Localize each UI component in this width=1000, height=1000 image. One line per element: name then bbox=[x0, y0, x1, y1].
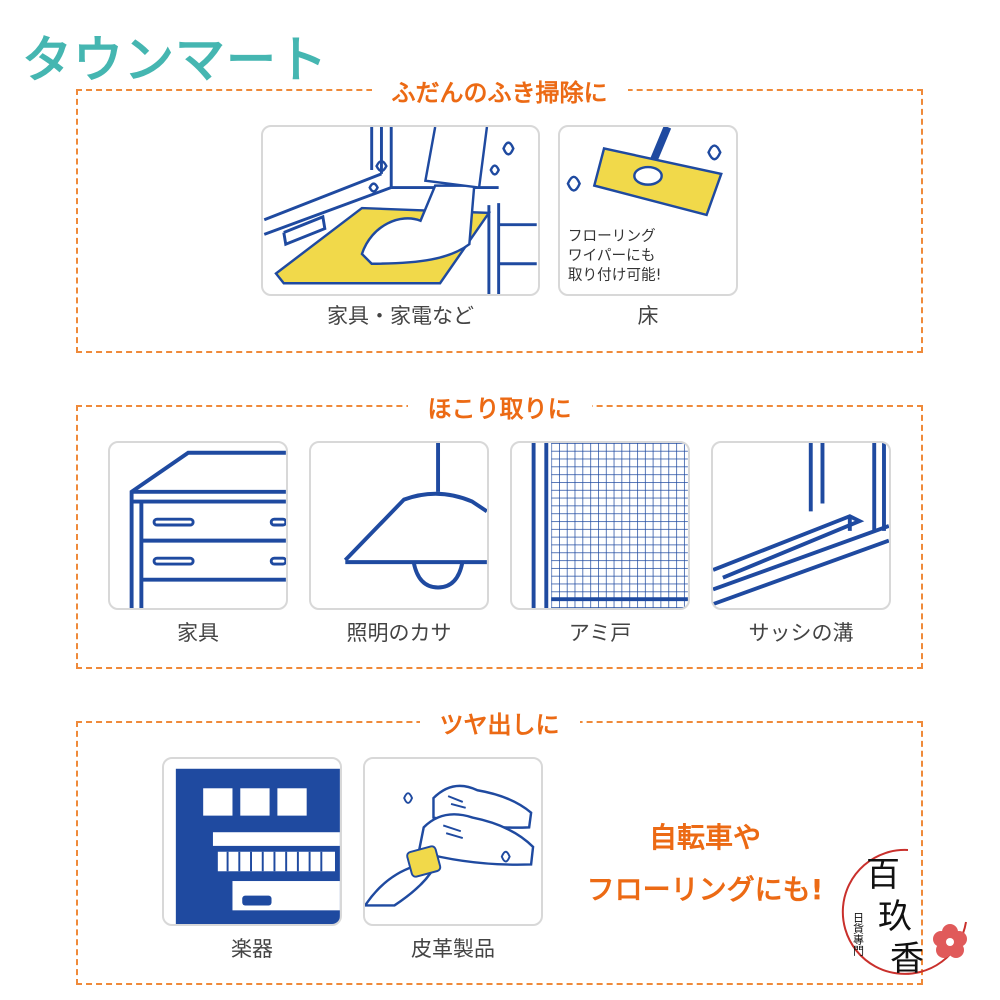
callout-line-2: フローリングにも! bbox=[586, 873, 824, 906]
caption-furniture-appliances: 家具・家電など bbox=[327, 304, 474, 328]
leather-shoes-icon bbox=[365, 784, 535, 907]
card-sash-groove bbox=[711, 441, 891, 610]
shop-seal: 百 玖 香 日貨專門 bbox=[838, 842, 978, 982]
card-window-screen bbox=[510, 441, 690, 610]
floor-wiper-icon: フローリング ワイパーにも 取り付け可能! bbox=[566, 127, 723, 283]
sash-groove-icon bbox=[713, 443, 889, 606]
window-screen-icon bbox=[531, 443, 688, 608]
section-polishing: ツヤ出しに bbox=[76, 705, 923, 985]
wiping-furniture-icon bbox=[263, 127, 537, 294]
seal-title-1: 百 bbox=[866, 855, 900, 895]
seal-title-2: 玖 bbox=[878, 897, 912, 937]
brand-logo: タウンマート bbox=[22, 31, 328, 89]
seal-title-3: 香 bbox=[890, 939, 924, 979]
card-lamp-shade bbox=[309, 441, 489, 610]
floor-note-line-1: フローリング bbox=[568, 227, 656, 244]
caption-sash-groove: サッシの溝 bbox=[748, 621, 854, 645]
sakura-icon bbox=[933, 924, 967, 958]
callout-also-bicycles-flooring: 自転車や フローリングにも! bbox=[560, 812, 850, 916]
section-daily-wiping: ふだんのふき掃除に bbox=[76, 73, 923, 353]
caption-window-screen: アミ戸 bbox=[568, 621, 632, 645]
caption-instrument: 楽器 bbox=[231, 937, 273, 961]
chest-of-drawers-icon bbox=[129, 450, 286, 608]
section-title: ツヤ出しに bbox=[419, 705, 580, 740]
caption-furniture: 家具 bbox=[177, 621, 219, 645]
seal-subtitle: 日貨專門 bbox=[852, 912, 865, 957]
floor-note-line-3: 取り付け可能! bbox=[568, 266, 662, 283]
caption-floor: 床 bbox=[637, 304, 659, 328]
lamp-shade-icon bbox=[343, 443, 487, 590]
caption-leather-goods: 皮革製品 bbox=[411, 937, 495, 961]
card-furniture-appliances bbox=[261, 125, 540, 296]
caption-lamp-shade: 照明のカサ bbox=[346, 621, 452, 645]
section-title: ふだんのふき掃除に bbox=[371, 73, 628, 108]
card-instrument bbox=[162, 757, 342, 926]
card-leather-goods bbox=[363, 757, 543, 926]
floor-note-line-2: ワイパーにも bbox=[568, 247, 655, 264]
piano-icon bbox=[175, 768, 340, 924]
section-dust-removal: ほこり取りに bbox=[76, 389, 923, 669]
callout-line-1: 自転車や bbox=[648, 821, 761, 854]
card-furniture bbox=[108, 441, 288, 610]
card-floor: フローリング ワイパーにも 取り付け可能! bbox=[558, 125, 738, 296]
section-title: ほこり取りに bbox=[407, 389, 592, 424]
